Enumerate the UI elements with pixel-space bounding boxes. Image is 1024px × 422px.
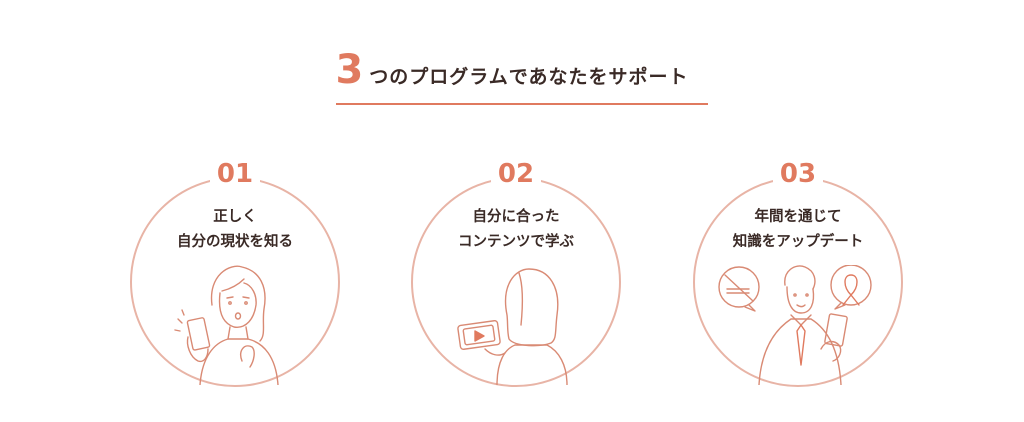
- man-with-tablet-illustration: [718, 265, 872, 385]
- program-number: 02: [497, 159, 535, 189]
- woman-watching-video-illustration: [457, 268, 568, 385]
- section-heading: 3 つのプログラムであなたをサポート: [0, 50, 1024, 90]
- program-title: 年間を通じて 知識をアップデート: [732, 209, 864, 250]
- woman-with-phone-illustration: [174, 265, 279, 385]
- heading-underline: [336, 103, 708, 105]
- program-circle: [130, 177, 340, 387]
- heading-number: 3: [335, 47, 364, 93]
- program-title: 正しく 自分の現状を知る: [177, 209, 293, 250]
- program-number: 01: [216, 159, 254, 189]
- program-circle: [693, 177, 903, 387]
- program-number: 03: [779, 159, 817, 189]
- heading-text: つのプログラムであなたをサポート: [369, 66, 689, 88]
- program-title: 自分に合った コンテンツで学ぶ: [458, 209, 574, 250]
- program-circle: [411, 177, 621, 387]
